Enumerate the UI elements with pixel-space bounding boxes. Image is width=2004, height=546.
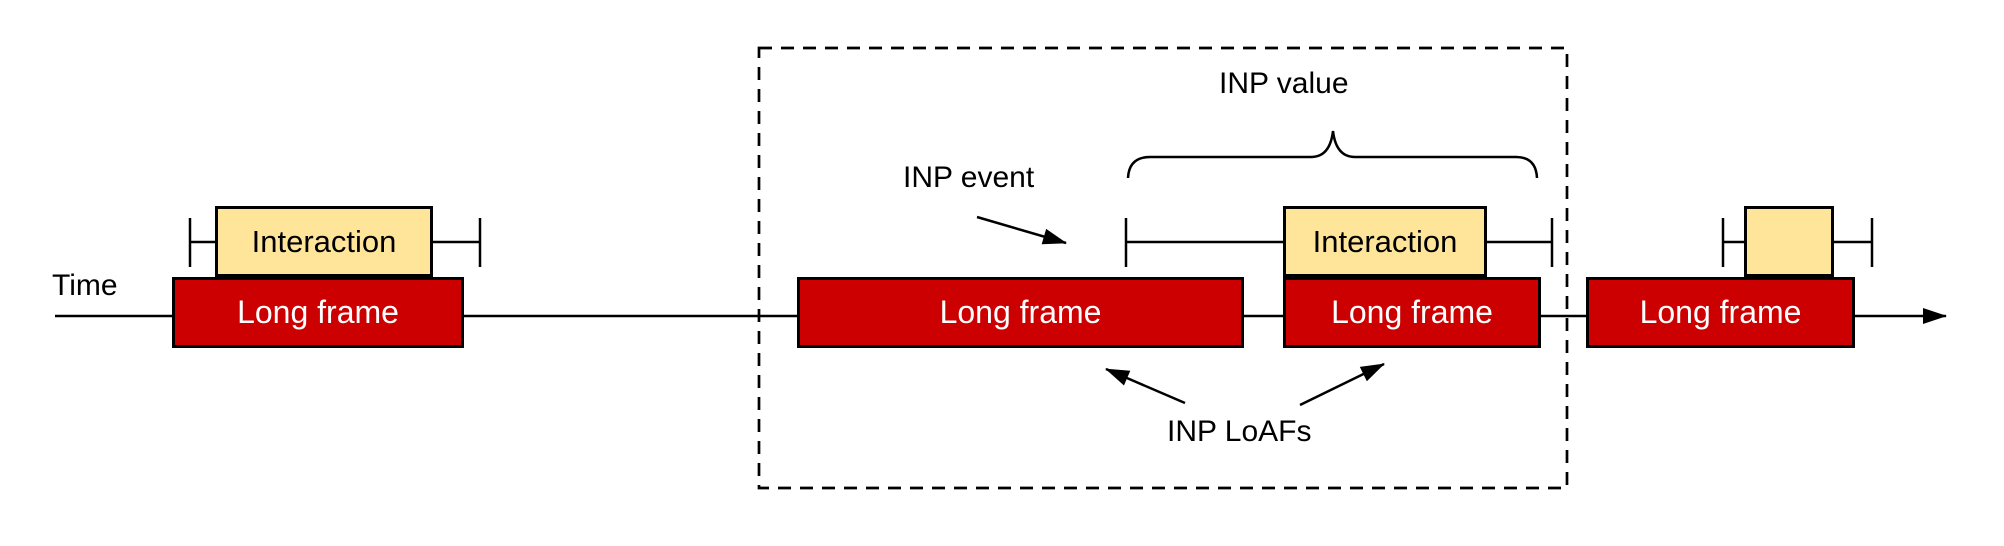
interaction-2: Interaction	[1283, 206, 1487, 277]
interaction-2-label: Interaction	[1312, 223, 1458, 259]
interaction-3	[1744, 206, 1834, 277]
inp-value-label: INP value	[1219, 67, 1349, 100]
inp-loafs-label: INP LoAFs	[1167, 415, 1312, 448]
inp-dashed-region	[757, 46, 1569, 490]
long-frame-2-label: Long frame	[939, 294, 1102, 330]
long-frame-1-label: Long frame	[237, 294, 399, 330]
inp-loafs-left-arrow	[1105, 367, 1186, 405]
inp-value-brace	[1126, 130, 1539, 179]
interaction-1-whiskers	[188, 218, 482, 267]
interaction-1-label: Interaction	[251, 223, 397, 259]
time-label: Time	[52, 269, 118, 302]
interaction-2-whiskers	[1124, 218, 1554, 267]
long-frame-3-label: Long frame	[1331, 294, 1493, 330]
long-frame-1: Long frame	[172, 277, 464, 348]
long-frame-4: Long frame	[1586, 277, 1855, 348]
interaction-1: Interaction	[215, 206, 433, 277]
inp-event-label: INP event	[903, 161, 1035, 194]
long-frame-3: Long frame	[1283, 277, 1541, 348]
long-frame-2: Long frame	[797, 277, 1244, 348]
long-frame-4-label: Long frame	[1639, 294, 1802, 330]
inp-loafs-right-arrow	[1299, 362, 1385, 407]
interaction-3-whiskers	[1721, 218, 1874, 267]
inp-event-arrow	[976, 215, 1067, 245]
